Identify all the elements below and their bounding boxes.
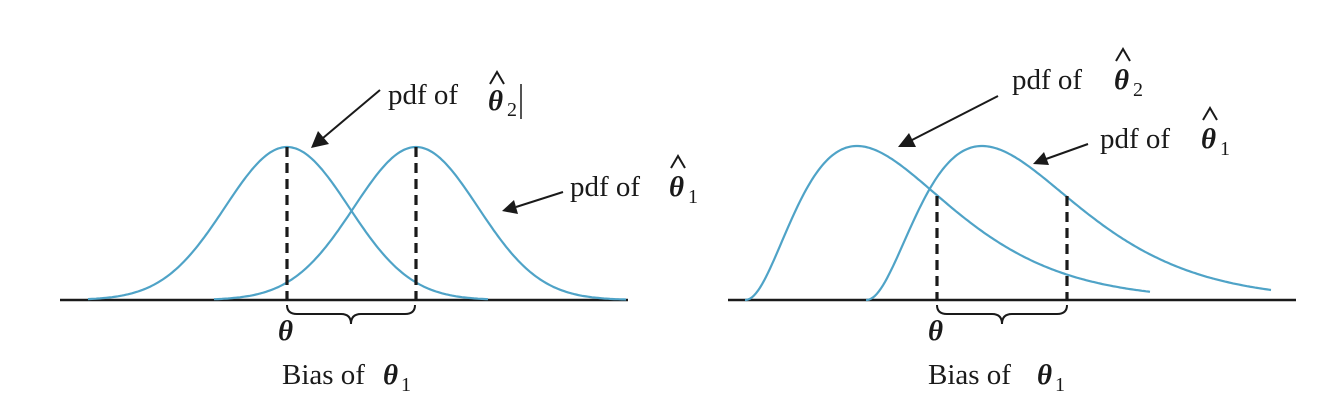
left-bias-label: Bias of θ 1 xyxy=(282,359,411,396)
hat-icon xyxy=(489,70,505,85)
left-label-theta2-symbol: θ xyxy=(488,85,503,117)
left-label-theta1-subscript: 1 xyxy=(688,186,698,208)
left-bias-symbol: θ xyxy=(383,359,398,391)
left-label-theta2-prefix: pdf of xyxy=(388,79,458,111)
left-label-theta1-symbol: θ xyxy=(669,171,684,203)
right-label-theta1-symbol: θ xyxy=(1201,123,1216,155)
right-label-theta1-prefix: pdf of xyxy=(1100,123,1170,155)
left-label-pdf-theta1: pdf of θ 1 xyxy=(570,154,698,208)
hat-icon xyxy=(670,154,686,169)
left-arrow-theta2 xyxy=(322,89,381,139)
left-bias-brace xyxy=(286,304,416,325)
left-arrowhead-theta1 xyxy=(502,200,518,214)
left-arrow-theta1 xyxy=(515,191,564,208)
right-label-theta2-symbol: θ xyxy=(1114,64,1129,96)
left-bias-prefix: Bias of xyxy=(282,359,365,391)
left-pdf-theta1-curve xyxy=(214,145,627,301)
hat-icon xyxy=(1202,106,1218,121)
right-label-theta1-subscript: 1 xyxy=(1220,138,1230,160)
right-bias-subscript: 1 xyxy=(1055,374,1065,396)
right-arrow-theta2 xyxy=(911,95,999,141)
left-label-pdf-theta2: pdf of θ 2 xyxy=(388,70,522,121)
left-arrowhead-theta2 xyxy=(311,131,329,148)
left-label-theta1-prefix: pdf of xyxy=(570,171,640,203)
right-arrow-theta1 xyxy=(1045,143,1089,160)
right-bias-symbol: θ xyxy=(1037,359,1052,391)
left-panel: pdf of θ 2 pdf of θ 1 θ Bias of θ 1 xyxy=(60,70,698,396)
hat-icon xyxy=(1115,47,1131,62)
right-axis-theta-label: θ xyxy=(928,315,943,347)
right-bias-label: Bias of θ 1 xyxy=(928,359,1065,396)
right-label-theta2-subscript: 2 xyxy=(1133,79,1143,101)
left-axis-theta-label: θ xyxy=(278,315,293,347)
right-arrowhead-theta1 xyxy=(1033,152,1049,165)
right-bias-brace xyxy=(936,304,1068,325)
left-bias-subscript: 1 xyxy=(401,374,411,396)
right-arrowhead-theta2 xyxy=(898,133,916,147)
right-label-pdf-theta2: pdf of θ 2 xyxy=(1012,47,1143,101)
right-label-pdf-theta1: pdf of θ 1 xyxy=(1100,106,1230,160)
right-label-theta2-prefix: pdf of xyxy=(1012,64,1082,96)
right-pdf-theta2-curve xyxy=(745,144,1151,302)
right-panel: pdf of θ 2 pdf of θ 1 θ Bias of θ 1 xyxy=(728,47,1296,396)
right-bias-prefix: Bias of xyxy=(928,359,1011,391)
left-label-theta2-subscript: 2 xyxy=(507,99,517,121)
